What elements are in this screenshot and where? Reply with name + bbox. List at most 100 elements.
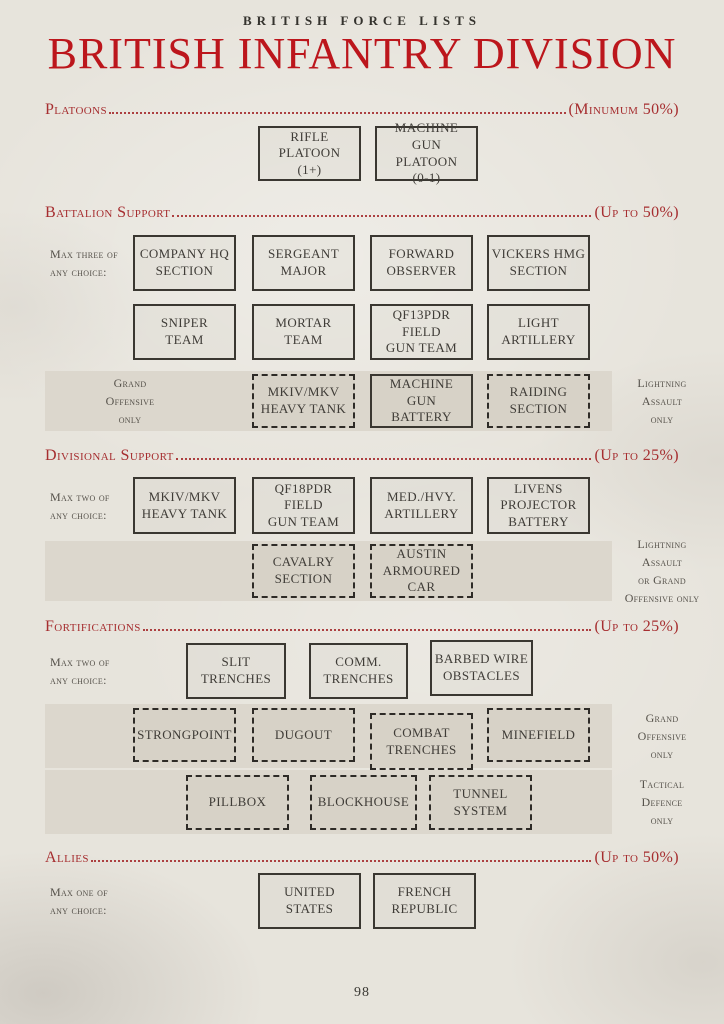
max-choice-note: Max three of any choice:	[50, 247, 118, 279]
unit-row: Max two of any choice: SLIT TRENCHES COM…	[0, 640, 724, 699]
unit-box-strongpoint: STRONGPOINT	[133, 708, 236, 762]
dotted-leader	[175, 458, 592, 460]
unit-box-pillbox: PILLBOX	[186, 775, 289, 830]
unit-box-company-hq-section: COMPANY HQ SECTION	[133, 235, 236, 291]
unit-box-barbed-wire-obstacles: BARBED WIRE OBSTACLES	[430, 640, 533, 696]
unit-box-tunnel-system: TUNNEL SYSTEM	[429, 775, 532, 830]
unit-row: Max one of any choice: UNITED STATES FRE…	[0, 873, 724, 929]
highlight-band	[45, 704, 612, 768]
unit-box-label: COMPANY HQ SECTION	[139, 246, 230, 278]
unit-box-sniper-team: SNIPER TEAM	[133, 304, 236, 360]
restriction-note-lightning-assault: Lightning Assault only	[637, 376, 687, 426]
unit-box-dugout: DUGOUT	[252, 708, 355, 762]
section-fortifications: Fortifications (Up to 25%) Max two of an…	[0, 617, 724, 834]
unit-box-label: VICKERS HMG SECTION	[491, 246, 586, 278]
unit-box-mortar-team: MORTAR TEAM	[252, 304, 355, 360]
section-title: Allies	[45, 849, 89, 866]
dotted-leader	[172, 215, 592, 217]
unit-box-label: CAVALRY SECTION	[272, 554, 335, 586]
section-title: Battalion Support	[45, 204, 171, 221]
unit-box-qf18pdr-field-gun-team: QF18PDR FIELD GUN TEAM	[252, 477, 355, 534]
unit-row: Max three of any choice: COMPANY HQ SECT…	[0, 235, 724, 291]
unit-box-united-states: UNITED STATES	[258, 873, 361, 929]
section-header: Allies (Up to 50%)	[45, 848, 679, 868]
highlight-band	[45, 770, 612, 834]
unit-box-label: SNIPER TEAM	[160, 315, 209, 347]
unit-box-label: MKIV/MKV HEAVY TANK	[141, 488, 228, 521]
dotted-leader	[90, 860, 592, 862]
restricted-unit-row: Grand Offensive only MKIV/MKV HEAVY TANK…	[0, 371, 724, 431]
page-title: BRITISH INFANTRY DIVISION	[47, 29, 677, 78]
unit-box-label: UNITED STATES	[284, 884, 335, 916]
unit-box-label: AUSTIN ARMOURED CAR	[382, 546, 461, 595]
unit-box-label: MED./HVY. ARTILLERY	[384, 488, 459, 521]
section-battalion-support: Battalion Support (Up to 50%) Max three …	[0, 203, 724, 431]
unit-box-blockhouse: BLOCKHOUSE	[310, 775, 417, 830]
unit-box-label: QF18PDR FIELD GUN TEAM	[267, 480, 340, 529]
section-header: Platoons (Minumum 50%)	[45, 100, 679, 120]
unit-box-label: DUGOUT	[274, 726, 333, 742]
section-limit: (Up to 25%)	[594, 447, 679, 464]
section-limit: (Up to 25%)	[594, 618, 679, 635]
unit-box-comm-trenches: COMM. TRENCHES	[309, 643, 408, 699]
unit-box-minefield: MINEFIELD	[487, 708, 590, 762]
unit-box-mkiv-mkv-heavy-tank-divisional: MKIV/MKV HEAVY TANK	[133, 477, 236, 534]
max-choice-note: Max two of any choice:	[50, 489, 110, 522]
section-allies: Allies (Up to 50%) Max one of any choice…	[0, 848, 724, 929]
restriction-note-tactical-defence: Tactical Defence only	[639, 777, 685, 827]
unit-row: Max two of any choice: MKIV/MKV HEAVY TA…	[0, 477, 724, 534]
unit-box-french-republic: FRENCH REPUBLIC	[373, 873, 476, 929]
unit-box-label: COMBAT TRENCHES	[386, 724, 457, 757]
unit-box-label: BLOCKHOUSE	[317, 794, 410, 810]
dotted-leader	[109, 112, 566, 114]
restricted-unit-row: STRONGPOINT DUGOUT COMBAT TRENCHES MINEF…	[0, 704, 724, 770]
unit-box-label: PILLBOX	[208, 794, 267, 810]
unit-box-label: MINEFIELD	[501, 726, 576, 742]
unit-box-qf13pdr-field-gun-team: QF13PDR FIELD GUN TEAM	[370, 304, 473, 360]
section-limit: (Up to 50%)	[594, 849, 679, 866]
unit-box-label: COMM. TRENCHES	[323, 654, 394, 686]
unit-box-label: TUNNEL SYSTEM	[453, 785, 508, 818]
unit-box-raiding-section: RAIDING SECTION	[487, 374, 590, 428]
unit-box-label: MORTAR TEAM	[275, 315, 332, 347]
unit-box-sergeant-major: SERGEANT MAJOR	[252, 235, 355, 291]
section-limit: (Up to 50%)	[594, 204, 679, 221]
section-title: Divisional Support	[45, 447, 174, 464]
unit-box-machine-gun-platoon: MACHINE GUN PLATOON (0-1)	[375, 120, 478, 185]
unit-row: SNIPER TEAM MORTAR TEAM QF13PDR FIELD GU…	[0, 304, 724, 360]
unit-box-cavalry-section: CAVALRY SECTION	[252, 544, 355, 598]
restricted-unit-row: PILLBOX BLOCKHOUSE TUNNEL SYSTEM Tactica…	[0, 770, 724, 834]
unit-box-rifle-platoon: RIFLE PLATOON (1+)	[258, 126, 361, 181]
unit-box-label: SERGEANT MAJOR	[267, 246, 340, 278]
unit-box-label: MACHINE GUN PLATOON (0-1)	[394, 120, 459, 186]
unit-box-med-hvy-artillery: MED./HVY. ARTILLERY	[370, 477, 473, 534]
unit-box-label: STRONGPOINT	[137, 726, 232, 742]
unit-box-label: SLIT TRENCHES	[200, 654, 272, 686]
section-divisional-support: Divisional Support (Up to 25%) Max two o…	[0, 446, 724, 605]
section-limit: (Minumum 50%)	[568, 101, 679, 118]
restriction-note-lightning-or-grand-offensive: Lightning Assault or Grand Offensive onl…	[624, 537, 700, 605]
section-header: Divisional Support (Up to 25%)	[45, 446, 679, 466]
highlight-band	[45, 541, 612, 601]
unit-box-label: LIGHT ARTILLERY	[501, 315, 576, 347]
page-eyebrow: BRITISH FORCE LISTS	[242, 13, 482, 28]
unit-box-label: RIFLE PLATOON (1+)	[278, 128, 341, 177]
unit-box-combat-trenches: COMBAT TRENCHES	[370, 713, 473, 770]
section-header: Battalion Support (Up to 50%)	[45, 203, 679, 223]
unit-box-label: LIVENS PROJECTOR BATTERY	[500, 480, 577, 529]
unit-box-label: FORWARD OBSERVER	[386, 246, 457, 278]
restricted-unit-row: CAVALRY SECTION AUSTIN ARMOURED CAR Ligh…	[0, 537, 724, 605]
section-title: Platoons	[45, 101, 108, 118]
unit-box-mkiv-mkv-heavy-tank: MKIV/MKV HEAVY TANK	[252, 374, 355, 428]
unit-box-machine-gun-battery: MACHINE GUN BATTERY	[370, 374, 473, 428]
unit-box-label: FRENCH REPUBLIC	[391, 884, 458, 916]
max-choice-note: Max one of any choice:	[50, 885, 108, 917]
unit-row: RIFLE PLATOON (1+) MACHINE GUN PLATOON (…	[0, 120, 724, 185]
restriction-note-grand-offensive: Grand Offensive only	[105, 376, 155, 426]
section-platoons: Platoons (Minumum 50%) RIFLE PLATOON (1+…	[0, 100, 724, 185]
unit-box-forward-observer: FORWARD OBSERVER	[370, 235, 473, 291]
unit-box-label: BARBED WIRE OBSTACLES	[434, 651, 529, 683]
highlight-band	[45, 371, 612, 431]
unit-box-vickers-hmg-section: VICKERS HMG SECTION	[487, 235, 590, 291]
